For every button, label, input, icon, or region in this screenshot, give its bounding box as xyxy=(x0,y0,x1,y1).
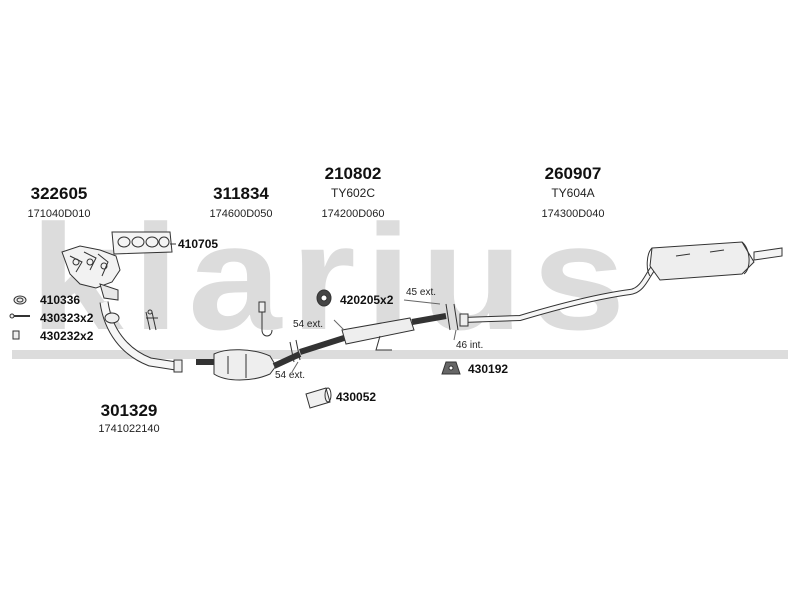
part-number-rear-silencer: 260907 xyxy=(544,164,602,183)
watermark-underline xyxy=(12,350,788,359)
leader-lines xyxy=(291,299,457,373)
callout-rubber-hanger: 420205x2 xyxy=(340,293,394,307)
bolt-icon xyxy=(9,313,30,319)
front-pipe-icon xyxy=(99,301,183,373)
note-45-ext: 45 ext. xyxy=(406,287,437,298)
note-46-int: 46 int. xyxy=(456,340,484,351)
oem-code-manifold: 171040D010 xyxy=(27,208,91,220)
rear-silencer-icon xyxy=(646,241,783,281)
rubber-mount-icon xyxy=(441,361,461,375)
callout-rubber-mount: 430192 xyxy=(468,362,509,376)
cat-hanger-icon xyxy=(258,301,273,337)
oem-code-front-pipe: 174600D050 xyxy=(209,208,273,220)
part-number-front-pipe: 311834 xyxy=(213,184,269,203)
note-54-ext-upper: 54 ext. xyxy=(293,319,324,330)
catalytic-converter-icon xyxy=(196,349,302,381)
front-clamp-icon xyxy=(145,309,158,331)
code-middle-silencer: TY602C xyxy=(330,186,376,200)
brand-watermark: klarius xyxy=(30,193,635,361)
callout-pipe-clamp: 430052 xyxy=(336,390,377,404)
part-number-downpipe: 301329 xyxy=(100,401,158,420)
ring-gasket-icon xyxy=(13,295,27,305)
manifold-gasket-icon xyxy=(111,231,176,255)
callout-spring: 430232x2 xyxy=(40,329,94,343)
callout-gasket: 410705 xyxy=(178,237,219,251)
oem-code-middle-silencer: 174200D060 xyxy=(321,208,385,220)
middle-clamp-icon xyxy=(289,303,459,363)
rear-pipe-icon xyxy=(459,259,662,327)
part-number-manifold: 322605 xyxy=(30,184,88,203)
spring-icon xyxy=(12,330,20,340)
oem-code-rear-silencer: 174300D040 xyxy=(541,208,605,220)
middle-silencer-icon xyxy=(299,313,447,355)
pipe-clamp-icon xyxy=(305,387,332,409)
callout-ring-gasket: 410336 xyxy=(40,293,81,307)
callout-bolt: 430323x2 xyxy=(40,311,94,325)
rubber-hanger-icon xyxy=(316,289,332,307)
part-number-middle-silencer: 210802 xyxy=(324,164,382,183)
exhaust-manifold-icon xyxy=(61,245,121,301)
oem-code-downpipe: 1741022140 xyxy=(98,423,160,435)
code-rear-silencer: TY604A xyxy=(551,186,595,200)
note-54-ext-lower: 54 ext. xyxy=(275,370,306,381)
